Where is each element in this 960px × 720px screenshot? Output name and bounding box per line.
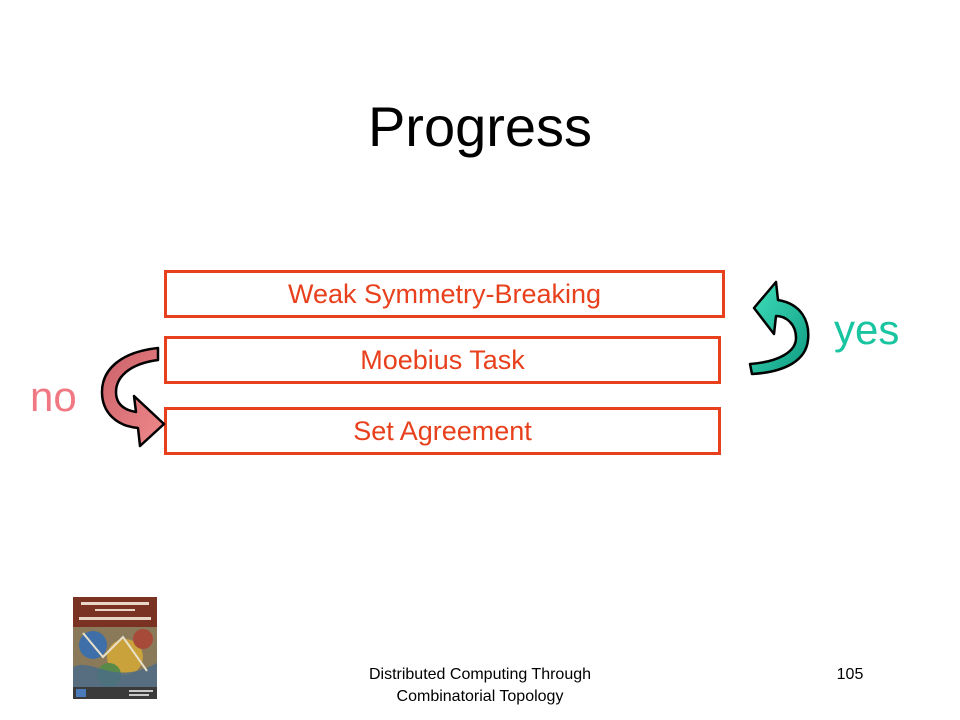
curved-arrow-down-icon xyxy=(100,346,166,448)
box-set-agreement: Set Agreement xyxy=(164,407,721,455)
curved-arrow-up-icon xyxy=(748,280,810,376)
footer-caption: Distributed Computing Through Combinator… xyxy=(330,664,630,708)
no-label: no xyxy=(30,373,77,420)
footer-line-1: Distributed Computing Through xyxy=(368,666,592,683)
book-cover-image xyxy=(73,597,157,699)
page-number: 105 xyxy=(836,666,864,683)
footer-line-2: Combinatorial Topology xyxy=(396,688,564,705)
box-label: Moebius Task xyxy=(360,345,525,375)
box-weak-symmetry-breaking: Weak Symmetry-Breaking xyxy=(164,270,725,318)
yes-label: yes xyxy=(834,306,900,353)
box-label: Set Agreement xyxy=(353,416,532,446)
box-moebius-task: Moebius Task xyxy=(164,336,721,384)
box-label: Weak Symmetry-Breaking xyxy=(287,279,602,309)
slide-title: Progress xyxy=(367,95,593,158)
